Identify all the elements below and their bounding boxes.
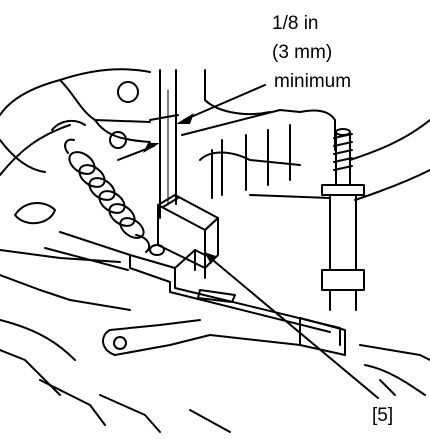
arrowhead-left (143, 143, 160, 153)
clearance-label-line3: minimum (274, 71, 352, 92)
threaded-stud (299, 128, 365, 356)
tension-spring (64, 138, 151, 253)
arrowhead-callout (204, 252, 216, 264)
callout-leader (207, 255, 379, 399)
callout-label: [5] (372, 405, 394, 426)
clearance-label-line1: 1/8 in (272, 13, 319, 34)
bottom-link (102, 319, 430, 396)
clearance-label-line2: (3 mm) (272, 42, 333, 63)
lever-bracket (44, 231, 341, 346)
arrowhead-right (176, 113, 194, 124)
engine-housing (0, 68, 430, 433)
vertical-rod (159, 69, 177, 219)
